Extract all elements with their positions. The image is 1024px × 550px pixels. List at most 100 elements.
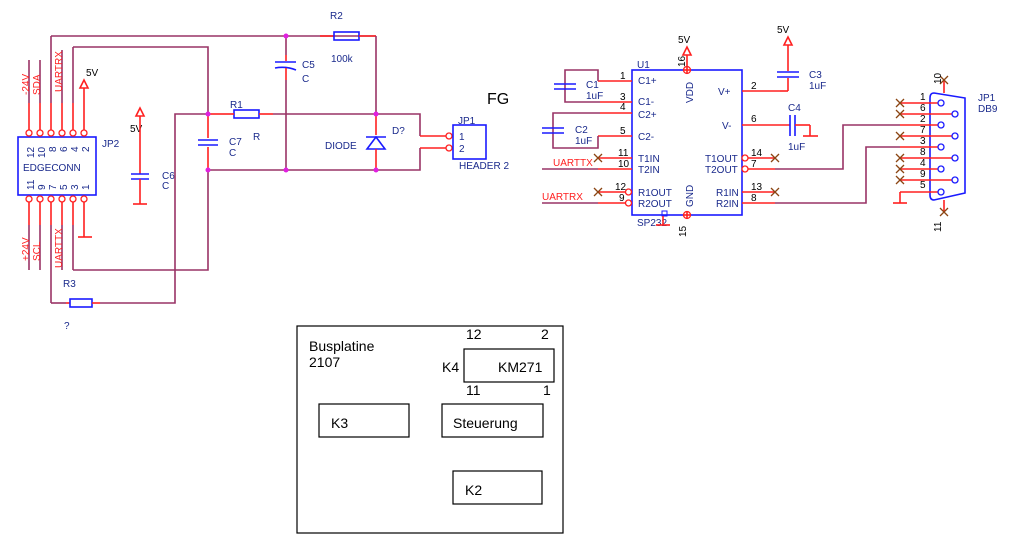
capacitor-c1[interactable]: C1 1uF: [554, 80, 603, 102]
pin-name: T1OUT: [705, 154, 738, 165]
c6-ref: C6: [162, 171, 175, 182]
pin-name: C1-: [638, 97, 654, 108]
c2-value: 1uF: [575, 136, 592, 147]
jp2-edge-connector[interactable]: 5V 12 10 8 6 4 2 11 9 7 5 3 1 EDGECONN J…: [17, 36, 120, 303]
connector-k4[interactable]: K4 KM271 12 2 11 1: [442, 326, 555, 398]
pin-number: 5: [59, 184, 70, 190]
power-arrow-icon: [78, 78, 90, 89]
capacitor-c4[interactable]: C4 1uF: [788, 103, 818, 153]
jp2-body: [17, 136, 97, 196]
pin-number: 1: [459, 132, 465, 143]
c3-value: 1uF: [809, 81, 826, 92]
header-jp1[interactable]: JP1 1 2 HEADER 2: [445, 116, 509, 172]
pin-number: 5: [920, 180, 926, 191]
r1-value: R: [253, 132, 260, 143]
c7-value: C: [229, 148, 236, 159]
pin-name: R2OUT: [638, 199, 672, 210]
k4-name: KM271: [498, 359, 543, 375]
pin-name: VDD: [685, 82, 696, 103]
pin-number: 15: [678, 225, 689, 237]
pin-name: V+: [718, 87, 731, 98]
pin-number: 4: [70, 146, 81, 152]
wire: [73, 46, 209, 112]
db9-connector[interactable]: 1 6 2 7 3 8 4 9 5 10 11 JP1 DB9: [893, 72, 998, 232]
resistor-r2[interactable]: R2 100k: [330, 11, 360, 65]
jp1-value: HEADER 2: [459, 161, 509, 172]
pin-number: 12: [466, 326, 482, 342]
capacitor-c3[interactable]: 5V C3 1uF: [777, 25, 826, 92]
r1-ref: R1: [230, 100, 243, 111]
net-label-uarttx: UARTTX: [553, 158, 593, 169]
capacitor-c2[interactable]: C2 1uF: [542, 125, 592, 147]
net-label: -24V: [21, 74, 32, 95]
pin-number: 1: [620, 71, 626, 82]
pin-name: R2IN: [716, 199, 739, 210]
net-label: UARTTX: [54, 228, 65, 268]
pin-number: 11: [933, 221, 944, 232]
pin-number: 16: [677, 55, 688, 67]
pin-name: C2+: [638, 110, 657, 121]
capacitor-c5[interactable]: C5 C: [274, 55, 315, 85]
pin-name: GND: [685, 185, 696, 207]
ic-u1-sp232[interactable]: U1 SP232 5V 16 VDD GND 15 1 C1+ 3 C1- 4 …: [598, 35, 790, 237]
pin-number: 10: [618, 159, 630, 170]
c2-ref: C2: [575, 125, 588, 136]
db9-name: DB9: [978, 104, 998, 115]
connector-k3[interactable]: K3: [318, 403, 410, 438]
pin-number: 5: [620, 126, 626, 137]
pin-name: C2-: [638, 132, 654, 143]
resistor-r3[interactable]: R3 ?: [63, 279, 93, 332]
pin-number: 2: [541, 326, 549, 342]
c6-supply-label: 5V: [130, 124, 143, 135]
pin-number: 8: [751, 193, 757, 204]
net-label: SCL: [32, 241, 43, 261]
wire: [100, 113, 208, 304]
pin-number: 10: [37, 146, 48, 158]
capacitor-c6[interactable]: 5V 5V C6 C: [130, 106, 175, 205]
pin-number: 3: [920, 136, 926, 147]
c4-ref: C4: [788, 103, 801, 114]
u1-ref: U1: [637, 60, 650, 71]
power-arrow-icon: [782, 35, 794, 46]
wire: [73, 170, 209, 271]
r3-value: ?: [64, 321, 70, 332]
pin-number: 2: [751, 81, 757, 92]
c3-ref: C3: [809, 70, 822, 81]
k4-label: K4: [442, 359, 459, 375]
net-label: +24V: [21, 237, 32, 261]
module-steuerung[interactable]: Steuerung: [441, 403, 544, 438]
diode-d[interactable]: DIODE D?: [325, 114, 405, 170]
jp1-ref: JP1: [458, 116, 476, 127]
pin-number: 6: [920, 103, 926, 114]
pin-number: 4: [920, 158, 926, 169]
steuerung-label: Steuerung: [453, 415, 518, 431]
pin-number: 14: [751, 148, 763, 159]
pin-number: 1: [81, 184, 92, 190]
pin-name: V-: [722, 121, 731, 132]
c1-ref: C1: [586, 80, 599, 91]
pin-number: 8: [920, 147, 926, 158]
pin-number: 13: [751, 182, 763, 193]
db9-ref: JP1: [978, 93, 996, 104]
capacitor-c7[interactable]: C7 C: [198, 114, 242, 170]
diode-ref: D?: [392, 126, 405, 137]
pin-number: 11: [26, 179, 37, 190]
pin-number: 4: [620, 102, 626, 113]
net-label: UARTRX: [54, 51, 65, 92]
board-title: Busplatine: [309, 338, 375, 354]
board-busplatine[interactable]: Busplatine 2107 K4 KM271 12 2 11 1 K3 St…: [296, 325, 564, 534]
k2-label: K2: [465, 482, 482, 498]
u1-name: SP232: [637, 218, 667, 229]
jp2-ref: JP2: [102, 139, 120, 150]
pin-number: 3: [70, 184, 81, 190]
c1-value: 1uF: [586, 91, 603, 102]
pin-number: 12: [26, 146, 37, 158]
r2-value: 100k: [331, 54, 354, 65]
pin-number: 7: [48, 184, 59, 190]
connector-k2[interactable]: K2: [452, 470, 543, 505]
fg-title: FG: [487, 91, 509, 108]
net-label-uartrx: UARTRX: [542, 192, 583, 203]
r2-ref: R2: [330, 11, 343, 22]
pin-number: 7: [751, 159, 757, 170]
